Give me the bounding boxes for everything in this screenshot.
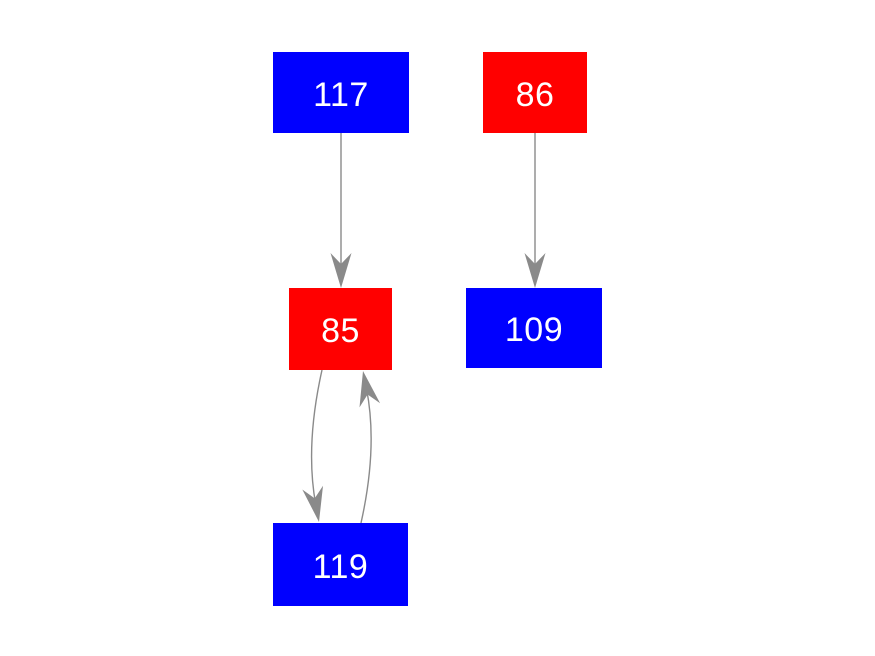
node-117[interactable]: 117 [273,52,409,133]
node-label: 85 [321,312,360,350]
node-label: 119 [312,547,369,586]
arrowhead-icon [359,371,381,408]
edge-85-to-119 [302,369,323,522]
node-119[interactable]: 119 [273,523,408,606]
edge-line [360,388,372,524]
edge-line [310,369,323,505]
edge-86-to-109 [524,133,546,288]
arrowhead-icon [302,485,323,522]
node-85[interactable]: 85 [289,288,392,370]
node-109[interactable]: 109 [466,288,602,368]
edge-119-to-85 [359,371,381,524]
node-label: 109 [504,311,564,349]
edge-117-to-85 [330,133,352,288]
node-label: 117 [313,75,369,114]
arrowhead-icon [524,253,546,288]
node-86[interactable]: 86 [483,52,587,133]
arrowhead-icon [330,253,352,288]
node-label: 86 [515,75,555,114]
